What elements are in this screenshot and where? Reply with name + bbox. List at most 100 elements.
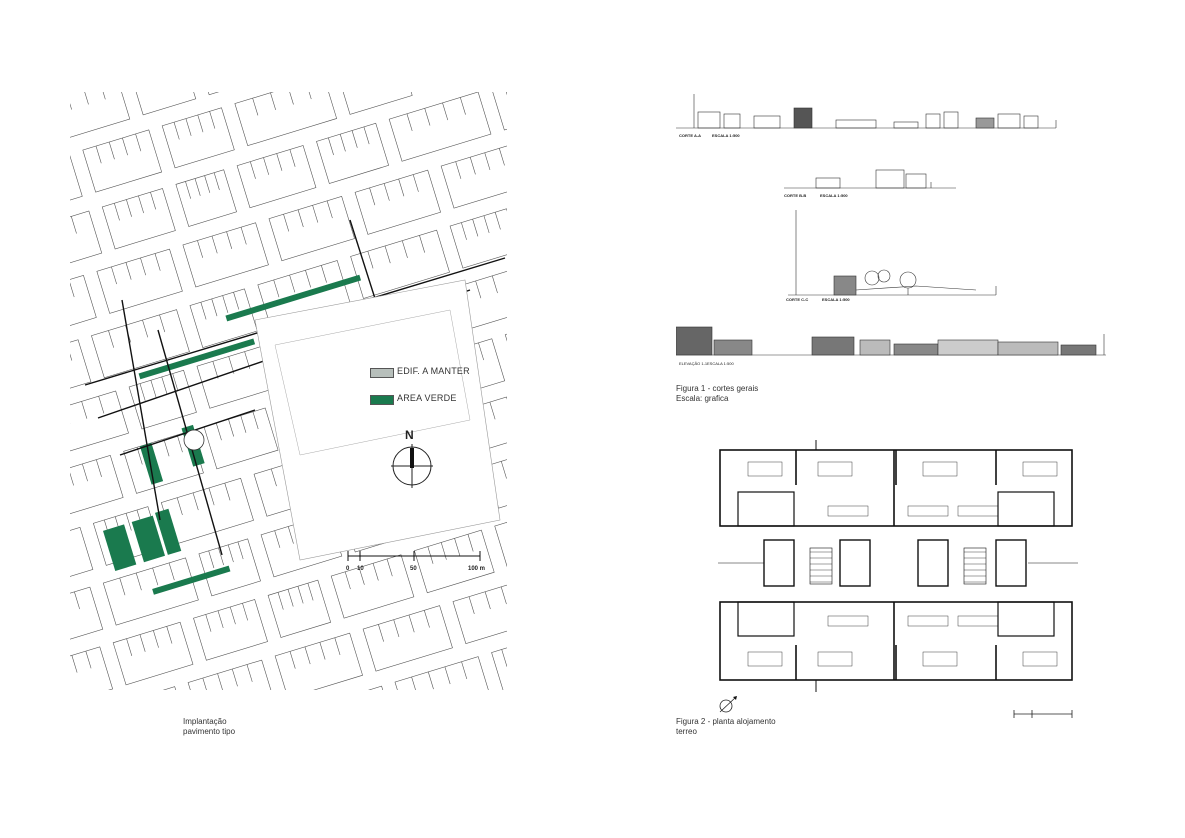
city-block	[475, 0, 540, 10]
lot-line	[332, 11, 337, 28]
lot-line	[500, 586, 507, 605]
lot-line	[584, 624, 589, 641]
lot-line	[28, 606, 33, 623]
lot-line	[406, 113, 413, 132]
city-block	[267, 579, 332, 638]
lot-line	[394, 0, 399, 9]
lot-line	[48, 412, 53, 429]
city-block	[70, 390, 129, 460]
city-block	[112, 621, 194, 686]
lot-line	[378, 624, 384, 642]
plan-wall	[827, 615, 869, 627]
lot-line	[44, 350, 49, 367]
figure-1-caption: Figura 1 - cortes gerais Escala: grafica	[676, 384, 758, 404]
north-arrow-icon	[391, 444, 433, 488]
lot-line	[532, 452, 537, 469]
city-block	[336, 92, 413, 115]
lot-line	[224, 483, 231, 501]
lot-line	[688, 467, 693, 484]
city-block	[577, 413, 672, 480]
lot-line	[217, 673, 224, 690]
lot-line	[154, 253, 161, 271]
lot-line	[59, 597, 64, 614]
lot-line	[660, 475, 665, 492]
city-block	[520, 179, 616, 247]
lot-line	[43, 601, 48, 618]
lot-line	[468, 596, 475, 614]
city-block	[70, 153, 83, 212]
plan-wall	[763, 539, 795, 587]
lot-line	[358, 567, 365, 585]
lot-line	[226, 231, 233, 249]
plan-scale-bar	[1013, 710, 1073, 718]
lot-line	[287, 526, 294, 544]
lot-line	[277, 718, 282, 735]
lot-line	[461, 222, 467, 240]
lot-line	[566, 253, 571, 270]
lot-line	[576, 250, 581, 267]
city-block	[0, 302, 10, 366]
lot-line	[560, 381, 565, 398]
lot-line	[173, 122, 180, 140]
fig2-caption-line2: terreo	[676, 727, 697, 736]
lot-line	[119, 577, 126, 596]
lot-line	[599, 494, 604, 511]
lot-line	[257, 34, 262, 51]
city-block	[491, 636, 507, 690]
lot-line	[530, 390, 535, 407]
plan-wall	[922, 461, 958, 477]
section-bb-label: CORTE B-B	[784, 193, 807, 198]
lot-line	[162, 63, 167, 80]
lot-line	[60, 157, 65, 174]
lot-line	[70, 406, 71, 424]
lot-line	[599, 557, 604, 574]
lot-line	[7, 487, 12, 504]
lot-line	[537, 200, 542, 217]
city-block	[187, 659, 275, 690]
plan-wall	[997, 491, 1055, 527]
lot-line	[411, 676, 418, 690]
lot-line	[483, 215, 490, 233]
lot-line	[97, 710, 102, 727]
lot-line	[600, 306, 605, 323]
lot-line	[531, 515, 536, 532]
lot-line	[25, 293, 30, 310]
lot-line	[367, 251, 374, 269]
lot-line	[444, 40, 449, 57]
lot-line	[454, 37, 459, 54]
city-block	[0, 173, 21, 233]
lot-line	[475, 280, 482, 299]
lot-line	[233, 292, 240, 310]
lot-line	[211, 48, 216, 65]
lot-line	[252, 98, 259, 116]
lot-line	[29, 543, 34, 560]
lot-line	[442, 102, 449, 121]
lot-line	[82, 92, 89, 105]
lot-line	[509, 271, 514, 288]
lot-line	[12, 548, 17, 565]
city-block	[556, 241, 620, 299]
city-block	[388, 92, 492, 162]
city-block	[452, 576, 507, 645]
lot-line	[71, 655, 78, 673]
lot-line	[472, 219, 479, 237]
lot-line	[168, 562, 175, 581]
lot-line	[197, 114, 204, 133]
lot-line	[544, 511, 549, 528]
scale-label-50: 50	[410, 566, 417, 572]
lot-line	[542, 323, 547, 340]
lot-line	[166, 626, 173, 644]
lot-line	[387, 57, 392, 74]
lot-line	[491, 275, 498, 294]
lot-line	[95, 145, 102, 164]
lot-line	[494, 212, 501, 230]
city-block	[82, 129, 163, 193]
lot-line	[228, 419, 235, 437]
lot-line	[503, 92, 507, 102]
lot-line	[163, 438, 170, 457]
lot-line	[126, 199, 132, 217]
lot-line	[270, 92, 276, 111]
city-block	[584, 351, 669, 415]
lot-line	[17, 484, 22, 501]
city-block	[175, 169, 237, 227]
